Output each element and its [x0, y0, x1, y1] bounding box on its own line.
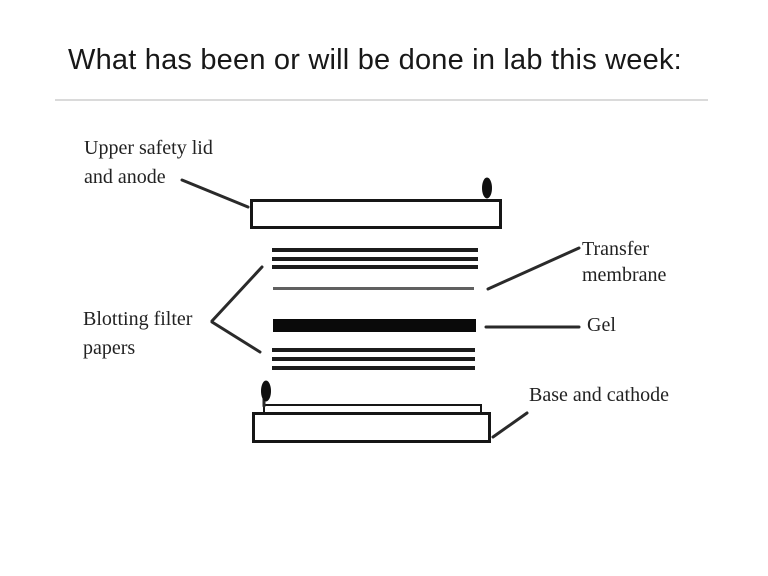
label-transfer-membrane: Transfer membrane [582, 236, 666, 288]
filter-paper-line [272, 257, 478, 261]
leader-blotting-lower [210, 320, 262, 354]
leader-transfer-membrane [486, 246, 581, 291]
filter-paper-line [272, 265, 478, 269]
filter-paper-line [272, 357, 475, 361]
label-line: and anode [84, 166, 166, 188]
cathode-plug-icon [261, 380, 271, 402]
transfer-membrane-line [273, 287, 474, 290]
label-blotting-filter-papers: Blotting filter papers [83, 305, 192, 363]
label-line: papers [83, 337, 136, 359]
leader-base-cathode [491, 411, 529, 439]
label-base-cathode: Base and cathode [529, 384, 669, 406]
slide-title: What has been or will be done in lab thi… [68, 44, 682, 76]
label-line: Upper safety lid [84, 137, 213, 159]
label-upper-safety-lid-anode: Upper safety lid and anode [84, 134, 213, 192]
gel-bar [273, 319, 476, 332]
leader-blotting-upper [210, 265, 264, 323]
filter-paper-line [272, 248, 478, 252]
filter-paper-line [272, 366, 475, 370]
label-line: membrane [582, 264, 667, 286]
label-line: Transfer [582, 238, 650, 260]
filter-paper-line [272, 348, 475, 352]
label-line: Blotting filter [83, 308, 193, 330]
upper-safety-lid-rect [250, 199, 502, 229]
label-gel: Gel [587, 314, 616, 336]
anode-plug-icon [482, 177, 492, 199]
base-rect [252, 412, 491, 443]
title-divider [55, 99, 708, 101]
